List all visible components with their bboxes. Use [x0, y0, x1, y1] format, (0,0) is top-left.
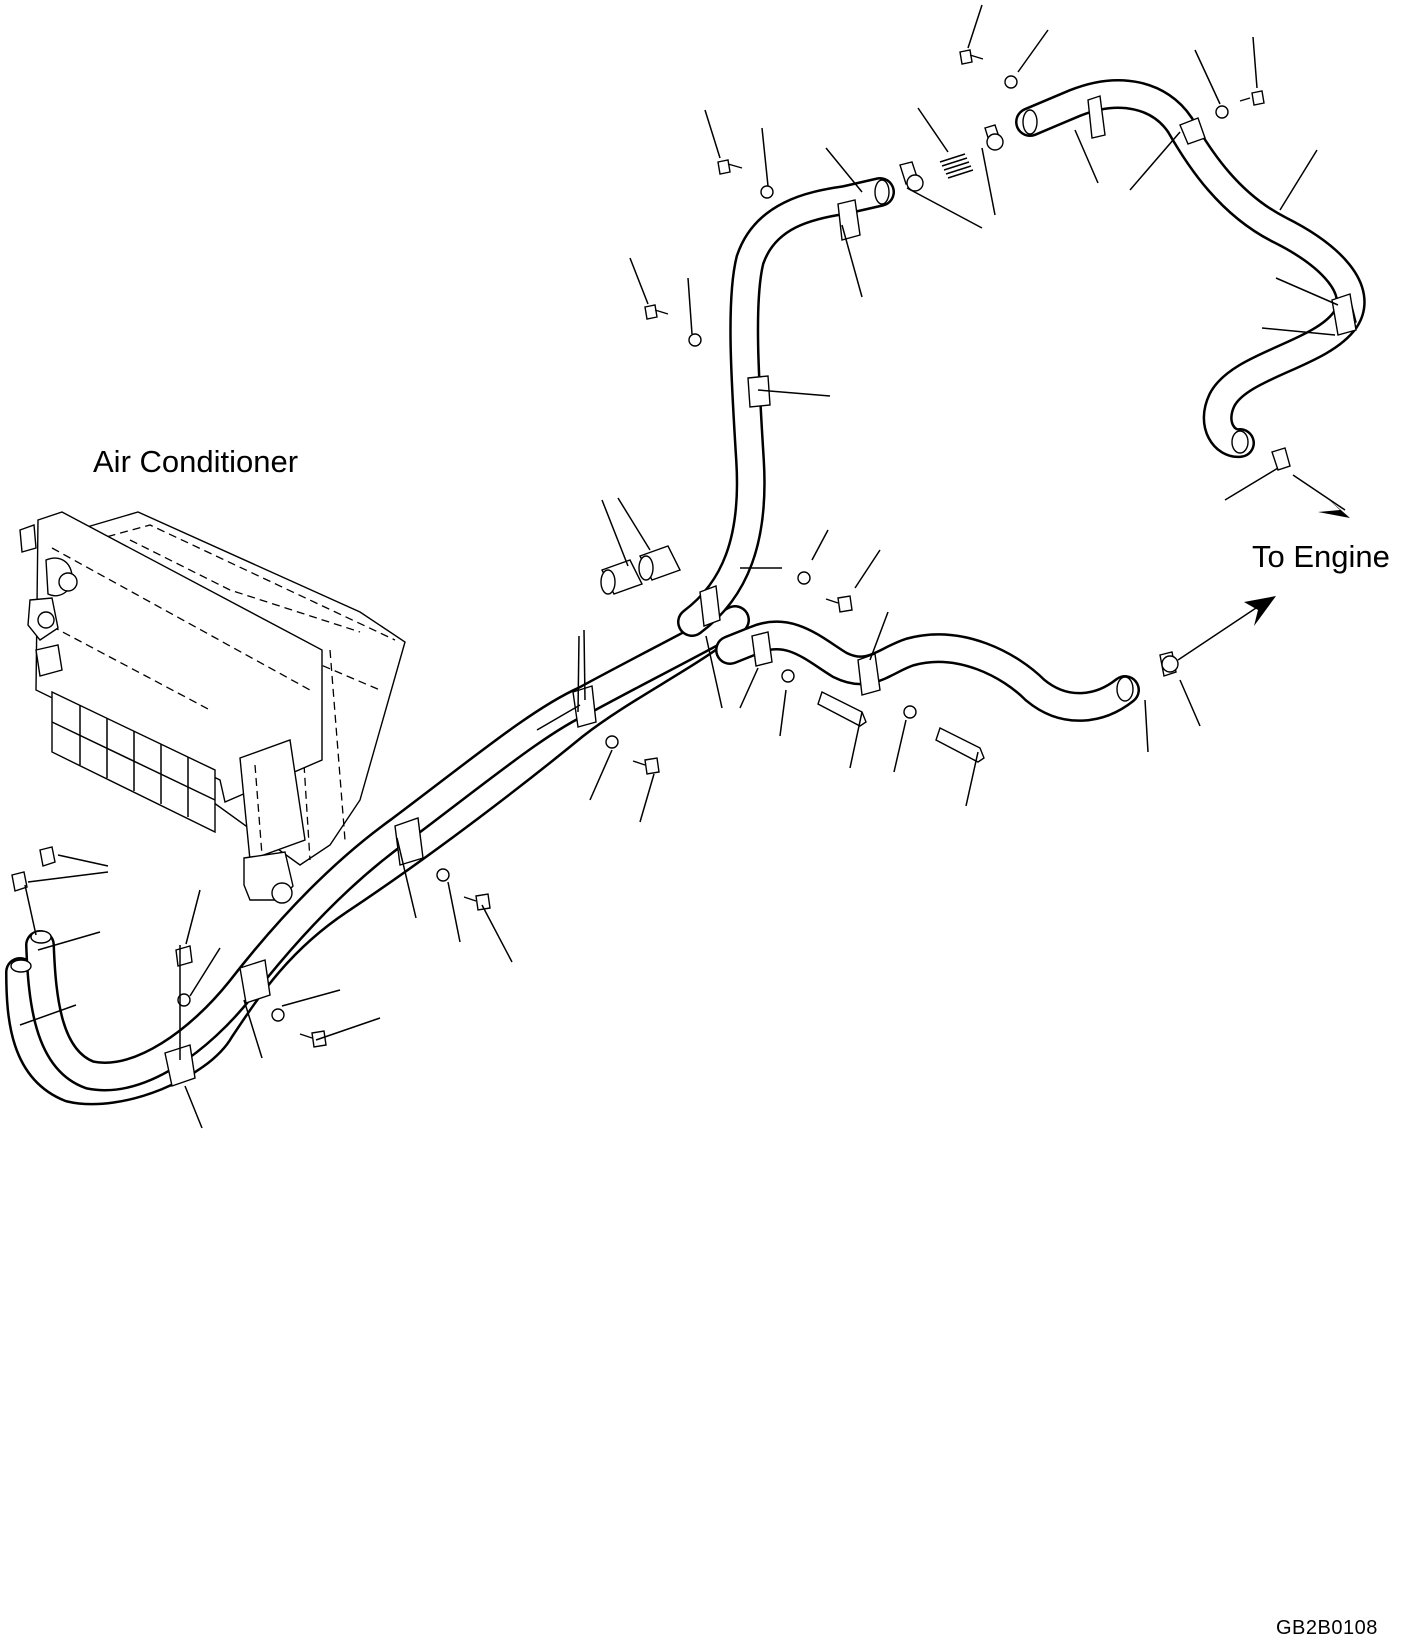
air-conditioner-label: Air Conditioner: [93, 444, 299, 479]
to-engine-label: To Engine: [1252, 539, 1390, 574]
leader-lines: [19, 4, 1339, 1129]
rubber-sleeves: [600, 545, 681, 595]
drawing-code: GB2B0108: [1276, 1617, 1378, 1639]
air-conditioner-unit: [19, 511, 406, 904]
air-conditioner-grill: [51, 690, 216, 834]
to-engine-arrows: [1177, 474, 1350, 661]
spring-and-hose-clamps: [899, 124, 1357, 677]
bolts-and-washers: [11, 49, 1265, 1048]
